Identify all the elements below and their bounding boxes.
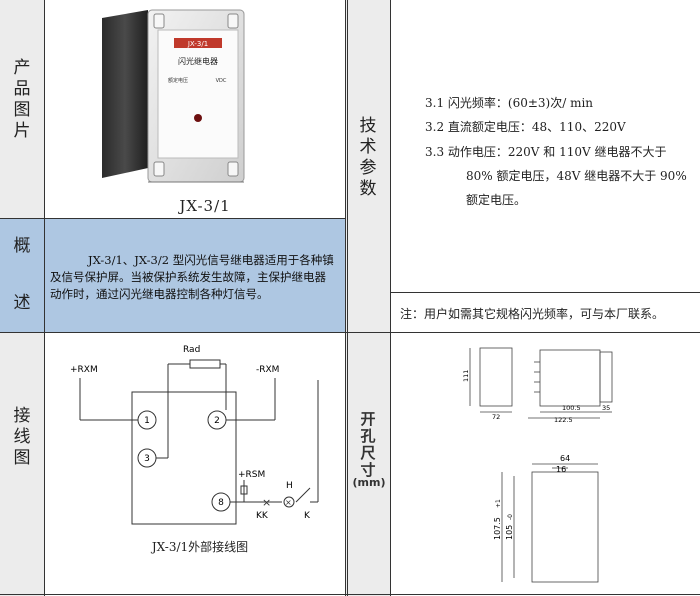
param-rated-voltage: 3.2 直流额定电压：48、110、220V (425, 120, 626, 134)
right-label-column-bg (346, 0, 390, 596)
param-operating-voltage: 3.3 动作电压：220V 和 110V 继电器不大于 (425, 145, 667, 159)
grid-vline-left-label (44, 0, 45, 596)
svg-text:3: 3 (144, 454, 150, 464)
overview-line-1: JX-3/1、JX-3/2 型闪光信号继电器适用于各种镇 (88, 253, 334, 267)
label-cutout-size: 开 孔 尺 寸 (360, 410, 376, 479)
label-plus-rxm: +RXM (70, 365, 98, 375)
grid-hline-overview-bottom (0, 332, 700, 333)
device-model-text: JX-3/1 (187, 40, 208, 48)
device-spec-unit: VDC (216, 78, 227, 84)
product-photo: JX-3/1 闪光继电器 额定电压 VDC (102, 9, 245, 183)
terminal-3: 3 (137, 448, 157, 468)
dim-107-5-tol: +1 (495, 499, 502, 508)
terminal-1: 1 (137, 410, 157, 430)
grid-vline-right-label (390, 0, 391, 596)
label-product-photo: 产 品 图 片 (13, 58, 31, 141)
label-minus-rxm: -RXM (256, 365, 279, 375)
dim-100-5: 100.5 (562, 404, 581, 412)
terminal-2: 2 (207, 410, 227, 430)
overview-row-bg (0, 218, 345, 332)
device-title-text: 闪光继电器 (178, 56, 218, 66)
overview-line-3: 动作时，通过闪光继电器控制各种灯信号。 (50, 287, 269, 301)
label-kk: KK (256, 511, 269, 521)
wiring-caption: JX-3/1外部接线图 (151, 540, 249, 554)
label-k: K (304, 511, 311, 521)
grid-vline-middle-a (345, 0, 346, 596)
dim-64: 64 (560, 454, 570, 463)
terminal-8: 8 (211, 492, 231, 512)
dim-122-5: 122.5 (554, 416, 573, 424)
overview-line-2: 及信号保护屏。当被保护系统发生故障，主保护继电器 (50, 270, 326, 284)
grid-hline-bottom (0, 594, 700, 595)
dim-111: 111 (462, 370, 470, 382)
dim-72: 72 (492, 413, 500, 421)
photo-caption: JX-3/1 (179, 197, 231, 215)
label-tech-params: 技 术 参 数 (359, 116, 377, 199)
dim-16: 16 (556, 465, 566, 474)
svg-text:8: 8 (218, 498, 224, 508)
param-operating-voltage-end: 额定电压。 (466, 193, 527, 207)
dim-107-5: 107.5 (493, 517, 502, 540)
grid-hline-photo-bottom (0, 218, 345, 219)
label-h: H (286, 481, 293, 491)
wiring-diagram: 1 2 3 8 +RXM -RXM Rad +RSM H KK K × × (70, 345, 319, 525)
label-rad: Rad (183, 345, 200, 355)
dim-35: 35 (602, 404, 610, 412)
label-wiring: 接 线 图 (13, 406, 31, 468)
dim-105-tol: -0 (507, 514, 514, 520)
svg-text:1: 1 (144, 416, 150, 426)
dimension-drawing: 111 72 100.5 35 122.5 64 16 107.5 +1 105… (462, 347, 613, 583)
label-plus-rsm: +RSM (238, 470, 265, 480)
device-spec-label: 额定电压 (168, 77, 188, 84)
param-operating-voltage-cont: 80% 额定电压，48V 继电器不大于 90% (466, 169, 687, 183)
param-flash-frequency: 3.1 闪光频率：(60±3)次/ min (425, 96, 594, 110)
svg-text:×: × (285, 498, 292, 507)
grid-hline-params-note (390, 292, 700, 293)
dim-105: 105 (505, 525, 514, 540)
svg-text:2: 2 (214, 416, 220, 426)
grid-vline-middle-b (347, 0, 348, 596)
svg-text:×: × (262, 496, 271, 509)
cutout-unit: (mm) (352, 476, 386, 489)
param-note: 注：用户如需其它规格闪光频率，可与本厂联系。 (400, 307, 665, 321)
label-overview: 概 述 (13, 236, 31, 313)
